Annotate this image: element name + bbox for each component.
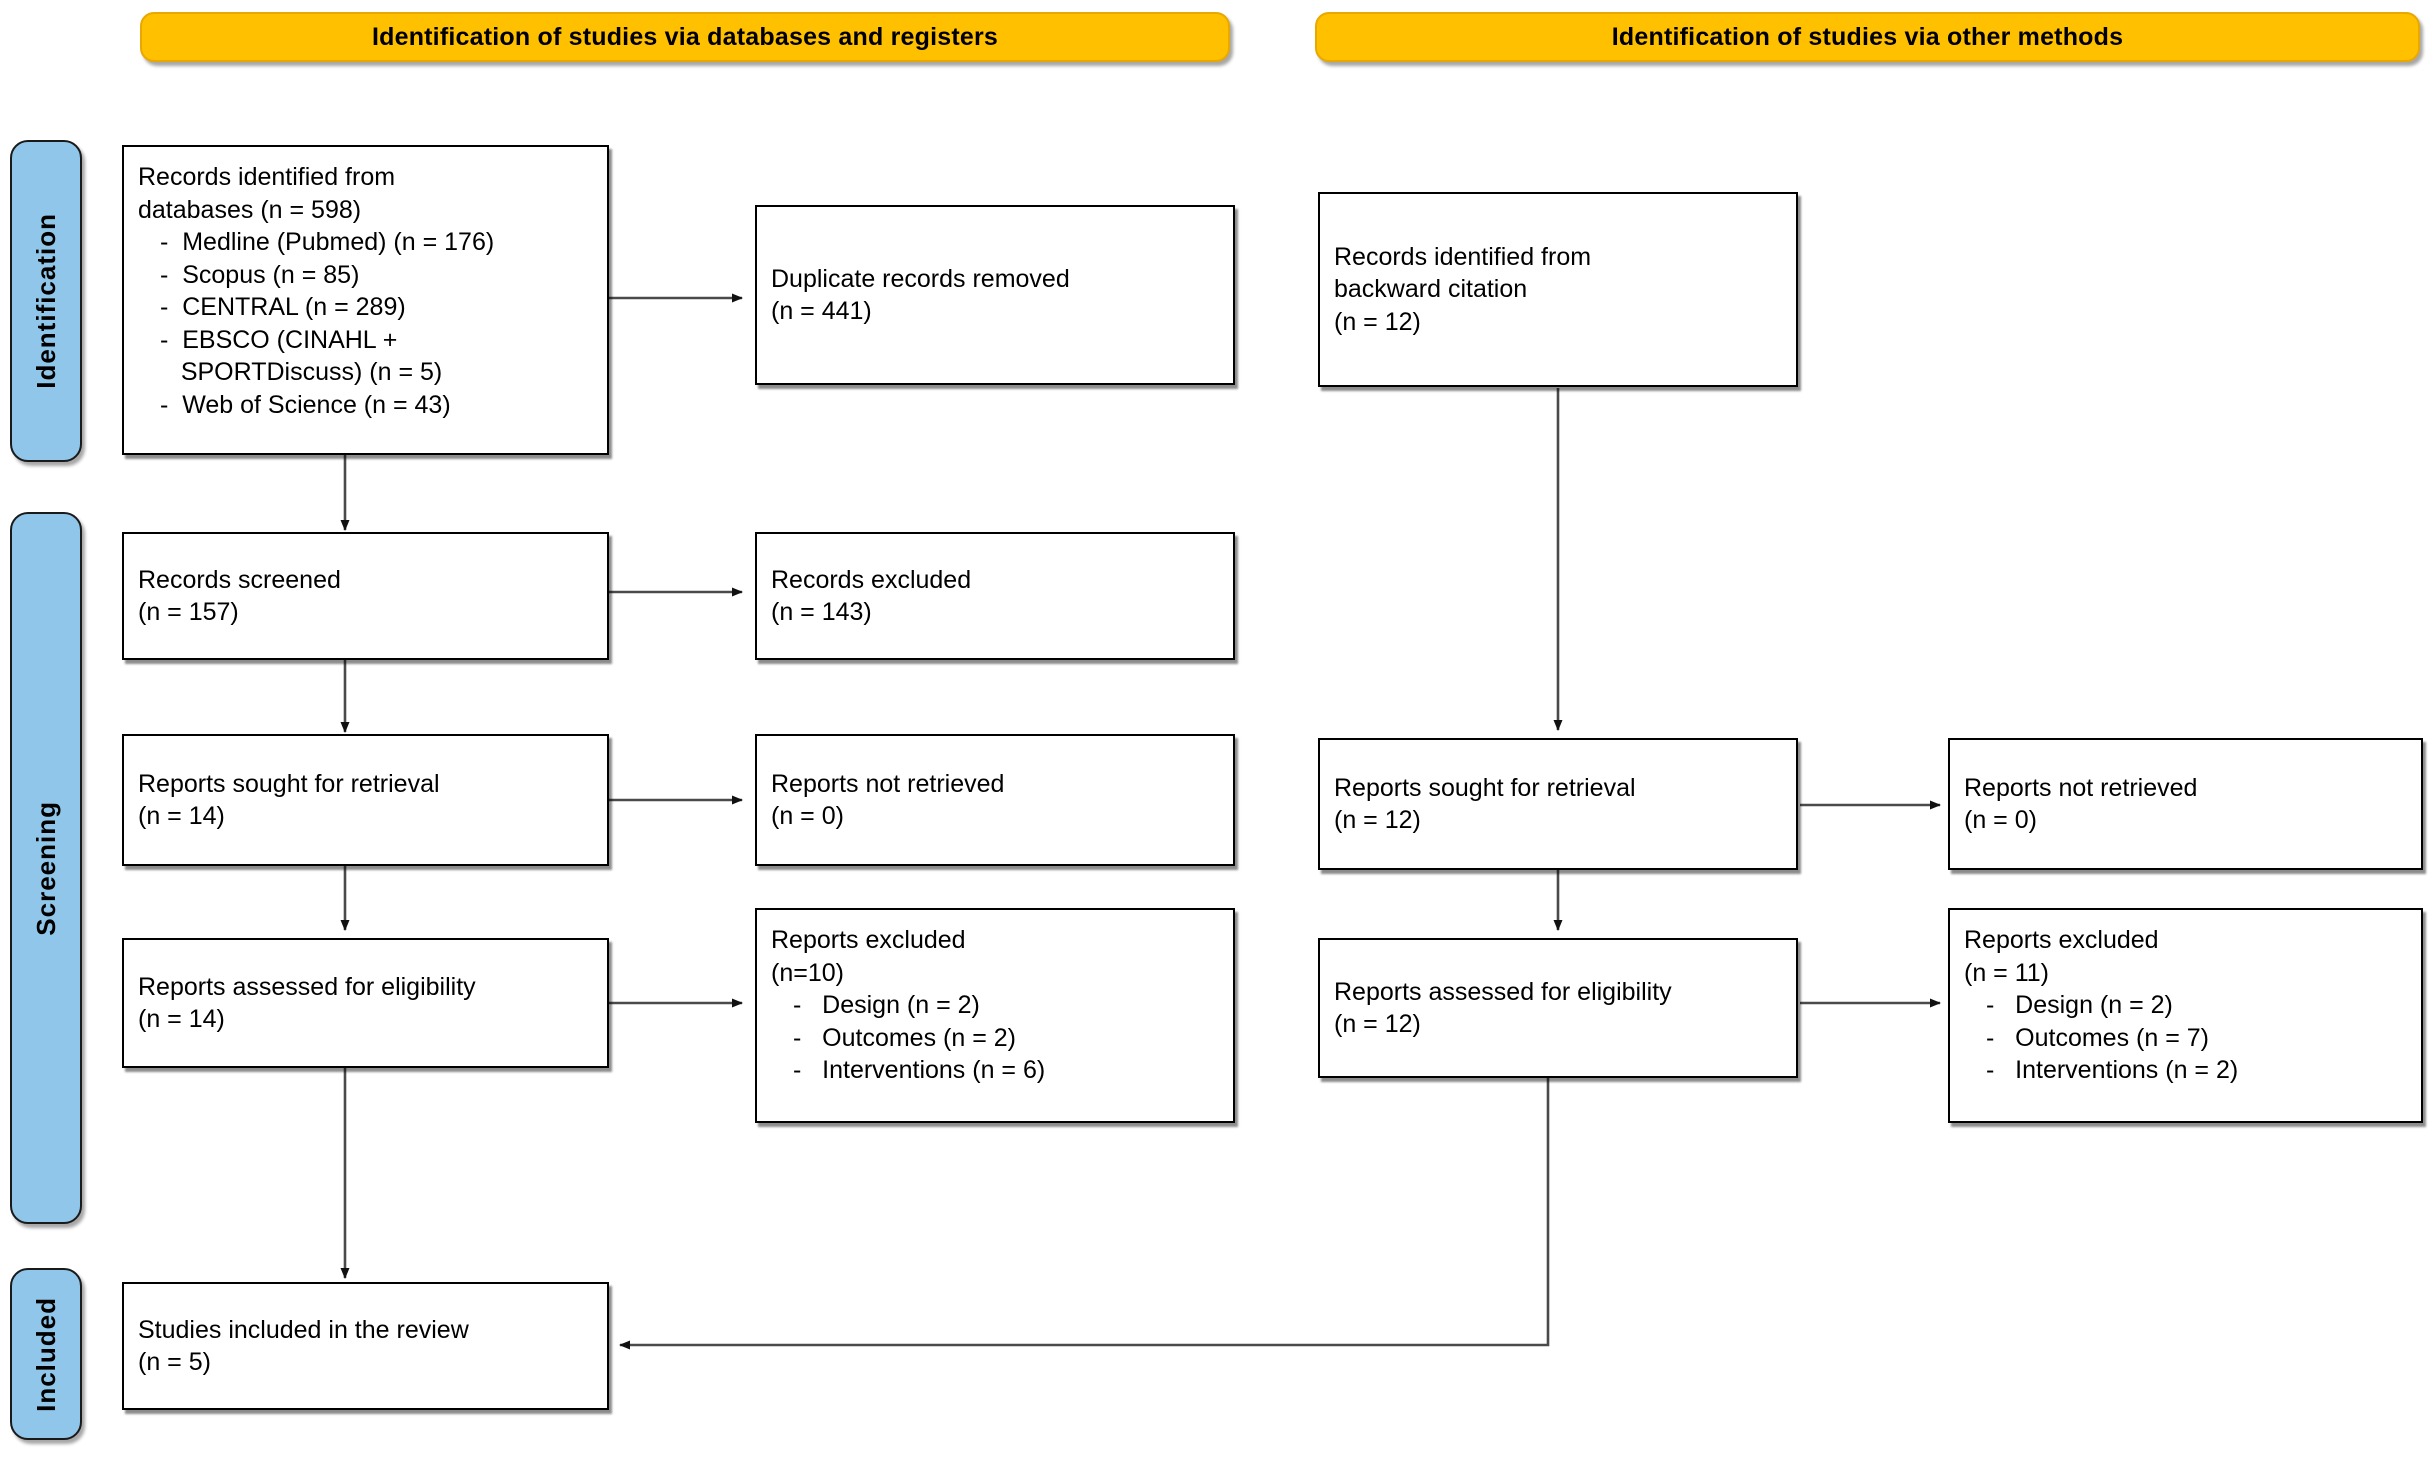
box-line: (n = 14): [138, 802, 225, 830]
box-line: (n = 11): [1964, 958, 2049, 987]
header-banner-other-methods: Identification of studies via other meth…: [1315, 12, 2420, 62]
box-studies-included: Studies included in the review (n = 5): [122, 1282, 609, 1410]
box-line: backward citation: [1334, 275, 1528, 304]
box-line: databases (n = 598): [138, 195, 362, 224]
header-banner-other-methods-label: Identification of studies via other meth…: [1611, 22, 2124, 51]
box-line: Duplicate records removed: [771, 264, 1070, 293]
box-line: (n = 0): [1964, 806, 2037, 834]
box-subline: SPORTDiscuss) (n = 5): [160, 358, 443, 386]
box-line: (n = 12): [1334, 1010, 1421, 1038]
stage-label-identification-text: Identification: [30, 213, 61, 389]
header-banner-databases: Identification of studies via databases …: [140, 12, 1230, 62]
box-subline: - Scopus (n = 85): [160, 260, 360, 289]
box-line: (n = 441): [771, 297, 872, 325]
box-line: (n = 157): [138, 598, 239, 626]
stage-label-included-text: Included: [30, 1296, 61, 1412]
stage-label-identification: Identification: [10, 140, 82, 462]
box-line: (n = 12): [1334, 307, 1421, 336]
box-line: (n = 14): [138, 1005, 225, 1033]
box-subline: - Design (n = 2): [1986, 991, 2173, 1019]
box-subline: - Outcomes (n = 7): [1986, 1023, 2209, 1052]
box-line: (n = 0): [771, 802, 844, 830]
box-records-excluded: Records excluded (n = 143): [755, 532, 1235, 660]
stage-label-screening: Screening: [10, 512, 82, 1224]
box-line: Reports not retrieved: [1964, 773, 2198, 802]
box-subline: - Interventions (n = 6): [793, 1056, 1046, 1084]
box-line: Reports excluded: [771, 926, 966, 954]
box-subline: - Web of Science (n = 43): [160, 390, 451, 419]
box-subline: - CENTRAL (n = 289): [160, 293, 406, 321]
box-subline: - Interventions (n = 2): [1986, 1056, 2239, 1084]
box-line: (n = 5): [138, 1348, 211, 1376]
box-reports-assessed-left: Reports assessed for eligibility (n = 14…: [122, 938, 609, 1068]
stage-label-included: Included: [10, 1268, 82, 1440]
box-reports-assessed-right: Reports assessed for eligibility (n = 12…: [1318, 938, 1798, 1078]
stage-label-screening-text: Screening: [30, 800, 61, 936]
box-subline: - Design (n = 2): [793, 991, 980, 1019]
box-line: Records identified from: [138, 163, 396, 191]
box-line: Reports excluded: [1964, 926, 2159, 954]
box-reports-excluded-left: Reports excluded (n=10) - Design (n = 2)…: [755, 908, 1235, 1123]
box-subline: - Medline (Pubmed) (n = 176): [160, 228, 495, 256]
box-duplicate-records-removed: Duplicate records removed (n = 441): [755, 205, 1235, 385]
box-reports-sought-left: Reports sought for retrieval (n = 14): [122, 734, 609, 866]
box-records-identified-backward: Records identified from backward citatio…: [1318, 192, 1798, 387]
box-reports-sought-right: Reports sought for retrieval (n = 12): [1318, 738, 1798, 870]
box-line: Records identified from: [1334, 242, 1592, 271]
box-line: Reports sought for retrieval: [1334, 773, 1636, 802]
box-line: Studies included in the review: [138, 1315, 469, 1344]
box-subline: - Outcomes (n = 2): [793, 1023, 1016, 1052]
box-line: Reports not retrieved: [771, 769, 1005, 798]
box-reports-not-retrieved-left: Reports not retrieved (n = 0): [755, 734, 1235, 866]
box-reports-not-retrieved-right: Reports not retrieved (n = 0): [1948, 738, 2423, 870]
box-records-identified-databases: Records identified from databases (n = 5…: [122, 145, 609, 455]
box-records-screened: Records screened (n = 157): [122, 532, 609, 660]
box-line: Reports sought for retrieval: [138, 769, 440, 798]
box-subline: - EBSCO (CINAHL +: [160, 325, 398, 354]
box-line: (n = 12): [1334, 806, 1421, 834]
box-line: (n = 143): [771, 598, 872, 626]
box-line: Reports assessed for eligibility: [1334, 977, 1672, 1006]
box-line: Records screened: [138, 565, 341, 594]
box-line: Records excluded: [771, 565, 972, 594]
box-line: Reports assessed for eligibility: [138, 972, 476, 1001]
box-reports-excluded-right: Reports excluded (n = 11) - Design (n = …: [1948, 908, 2423, 1123]
box-line: (n=10): [771, 958, 844, 987]
header-banner-databases-label: Identification of studies via databases …: [371, 22, 999, 51]
